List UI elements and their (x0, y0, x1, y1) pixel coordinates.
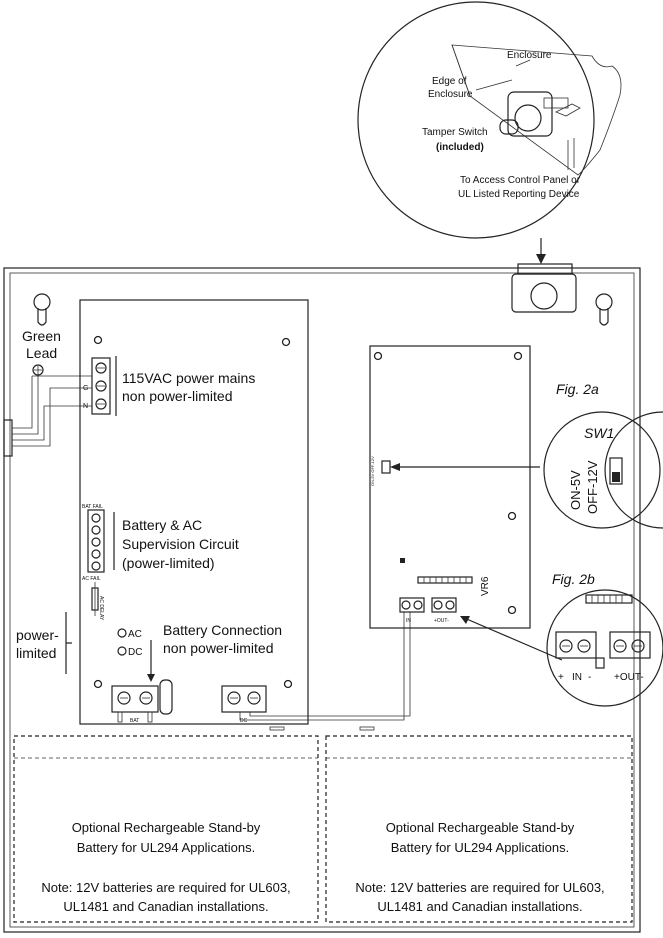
enclosure-label: Enclosure (507, 50, 552, 61)
supervision-label-line1: Battery & AC (122, 517, 202, 533)
tamper-switch (511, 263, 577, 313)
supervision-terminal-block (87, 509, 105, 573)
tamper-callout: Enclosure Edge of Enclosure Tamper Switc… (357, 1, 622, 264)
main-board: G N 115VAC power mains non power-limited… (79, 299, 309, 725)
edge-label-line2: Enclosure (428, 89, 473, 100)
battery-fuse (159, 679, 173, 715)
battery-left-note2: UL1481 and Canadian installations. (63, 899, 268, 914)
fig2a-sw1: SW1 (584, 425, 614, 441)
dc-led (117, 646, 127, 656)
battery-right-note2: UL1481 and Canadian installations. (377, 899, 582, 914)
tamper-label-line1: Tamper Switch (422, 127, 488, 138)
mains-label-line2: non power-limited (122, 388, 233, 404)
fig2a-off: OFF-12V (585, 460, 600, 514)
fig2a: Fig. 2a SW1 ON-5V OFF-12V (543, 381, 663, 529)
fig2a-title: Fig. 2a (556, 381, 599, 397)
bat-fail-label: BAT FAIL (82, 504, 103, 510)
vr6-switch-label: ON-5V OFF-12V (370, 456, 375, 486)
ac-led (117, 628, 127, 638)
mains-term-g: G (83, 385, 88, 392)
dc-led-label: DC (128, 647, 142, 658)
fig2b-minus: - (588, 672, 591, 683)
battery-right-line2: Battery for UL294 Applications. (391, 840, 570, 855)
ac-delay-label: AC DELAY (98, 596, 104, 621)
battery-left-line2: Battery for UL294 Applications. (77, 840, 256, 855)
battery-terminal-block (111, 685, 159, 723)
power-limited-line2: limited (16, 645, 56, 661)
ac-led-label: AC (128, 629, 142, 640)
green-lead-line1: Green (22, 328, 61, 344)
fig2b-in: IN (572, 672, 582, 683)
battery-right-note1: Note: 12V batteries are required for UL6… (355, 880, 604, 895)
fig2b-out-terminal (609, 631, 651, 659)
green-lead-line2: Lead (26, 345, 57, 361)
bat-term-label: BAT (130, 718, 139, 724)
fig2b-plus: + (558, 672, 564, 683)
supervision-label-line3: (power-limited) (122, 555, 215, 571)
fig2a-on: ON-5V (568, 470, 583, 510)
to-label-line2: UL Listed Reporting Device (458, 189, 580, 200)
fig2a-switch (609, 457, 623, 485)
battery-right-line1: Optional Rechargeable Stand-by (386, 820, 575, 835)
vr6-out-label: +OUT- (434, 618, 449, 624)
mains-terminal-block (91, 357, 111, 415)
vr6-out-terminal (431, 597, 457, 613)
fuse (91, 582, 99, 616)
fig2b-out: +OUT- (614, 672, 644, 683)
battery-label-line2: non power-limited (163, 640, 274, 656)
tamper-switch-drawing (499, 91, 581, 170)
enclosure-inner (9, 272, 635, 928)
main-board-outline (79, 299, 309, 725)
callout-arrowhead (536, 254, 546, 264)
fig2b: Fig. 2b + IN - +OUT- (546, 571, 663, 707)
fig2b-in-terminal (555, 631, 597, 659)
battery-left-line1: Optional Rechargeable Stand-by (72, 820, 261, 835)
battery-left-note1: Note: 12V batteries are required for UL6… (41, 880, 290, 895)
vr6-in-label: IN (406, 618, 411, 624)
enclosure (3, 263, 641, 933)
vr6-in-terminal (399, 597, 425, 613)
edge-label-line1: Edge of (432, 76, 467, 87)
dc-terminal-block (221, 685, 267, 713)
fig2a-circle (543, 411, 661, 529)
mains-term-n: N (83, 403, 88, 410)
vr6-component (400, 558, 405, 563)
fig2b-circle (546, 589, 663, 707)
fig2b-title: Fig. 2b (552, 571, 595, 587)
dc-term-label: DC (240, 718, 248, 724)
tamper-label-line2: (included) (436, 142, 484, 153)
battery-left: Optional Rechargeable Stand-by Battery f… (13, 735, 319, 923)
vr6-board: ON-5V OFF-12V VR6 IN +OUT- (369, 345, 531, 629)
callout-circle (357, 1, 595, 239)
supervision-label-line2: Supervision Circuit (122, 536, 239, 552)
enclosure-outer (3, 267, 641, 933)
power-limited-line1: power- (16, 627, 59, 643)
keyhole-right (595, 293, 613, 326)
battery-right-outline (325, 735, 633, 923)
vr6-header (417, 576, 473, 584)
vr6-outline (369, 345, 531, 629)
mains-label-line1: 115VAC power mains (122, 370, 255, 386)
battery-label-line1: Battery Connection (163, 622, 282, 638)
fig2b-pointer (461, 616, 563, 661)
dc-to-vr6-wires (239, 612, 411, 731)
ground-screw-icon (32, 364, 44, 376)
battery-right: Optional Rechargeable Stand-by Battery f… (325, 735, 633, 923)
keyhole-left (33, 293, 51, 326)
enclosure-sheet (451, 44, 622, 176)
vr6-name: VR6 (480, 576, 491, 596)
vr6-switch (381, 460, 391, 474)
wire-entry (3, 419, 13, 457)
ac-fail-label: AC FAIL (82, 576, 101, 582)
fig2b-header (585, 594, 633, 604)
to-label-line1: To Access Control Panel or (460, 175, 581, 186)
